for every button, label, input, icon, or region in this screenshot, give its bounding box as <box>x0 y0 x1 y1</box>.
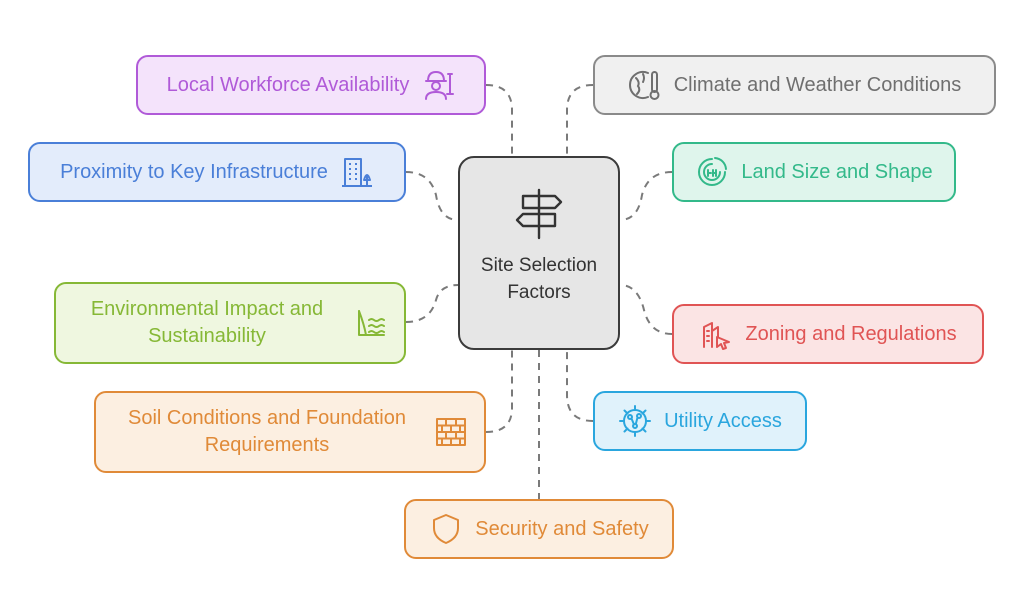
connector-workforce <box>485 84 513 156</box>
connector-infrastructure <box>405 171 459 221</box>
node-land-size: Land Size and Shape <box>672 142 956 202</box>
node-label: Zoning and Regulations <box>745 322 957 345</box>
node-zoning-regulations: Zoning and Regulations <box>672 304 984 364</box>
center-title: Site Selection Factors <box>480 255 598 303</box>
center-node: Site Selection Factors <box>458 156 620 350</box>
node-label: Environmental Impact and Sustainability <box>90 298 324 347</box>
signpost-icon <box>515 188 563 240</box>
dam-water-icon <box>358 310 385 336</box>
connector-climate <box>566 84 594 156</box>
node-label: Local Workforce Availability <box>166 73 410 96</box>
connector-soil <box>485 350 513 433</box>
building-icon <box>341 158 372 187</box>
node-label: Climate and Weather Conditions <box>673 73 962 96</box>
land-plot-icon <box>698 157 728 186</box>
network-cog-icon <box>619 405 652 437</box>
zoning-cursor-icon <box>703 322 731 350</box>
connector-environment <box>405 284 459 323</box>
connector-land <box>619 171 673 221</box>
node-security-safety: Security and Safety <box>404 499 674 559</box>
node-label: Soil Conditions and Foundation Requireme… <box>128 407 406 456</box>
node-label: Land Size and Shape <box>741 160 933 183</box>
connector-utility <box>566 350 594 422</box>
node-label: Utility Access <box>664 409 782 432</box>
node-environmental-impact: Environmental Impact and Sustainability <box>54 282 406 364</box>
shield-icon <box>433 514 460 544</box>
node-label: Security and Safety <box>475 517 649 540</box>
node-utility-access: Utility Access <box>593 391 807 451</box>
node-proximity-infrastructure: Proximity to Key Infrastructure <box>28 142 406 202</box>
node-local-workforce: Local Workforce Availability <box>136 55 486 115</box>
node-soil-conditions: Soil Conditions and Foundation Requireme… <box>94 391 486 473</box>
globe-thermometer-icon <box>628 71 660 100</box>
node-label: Proximity to Key Infrastructure <box>60 160 328 183</box>
worker-icon <box>425 71 455 100</box>
brick-wall-icon <box>436 418 466 446</box>
node-climate-weather: Climate and Weather Conditions <box>593 55 996 115</box>
connector-zoning <box>619 284 673 335</box>
